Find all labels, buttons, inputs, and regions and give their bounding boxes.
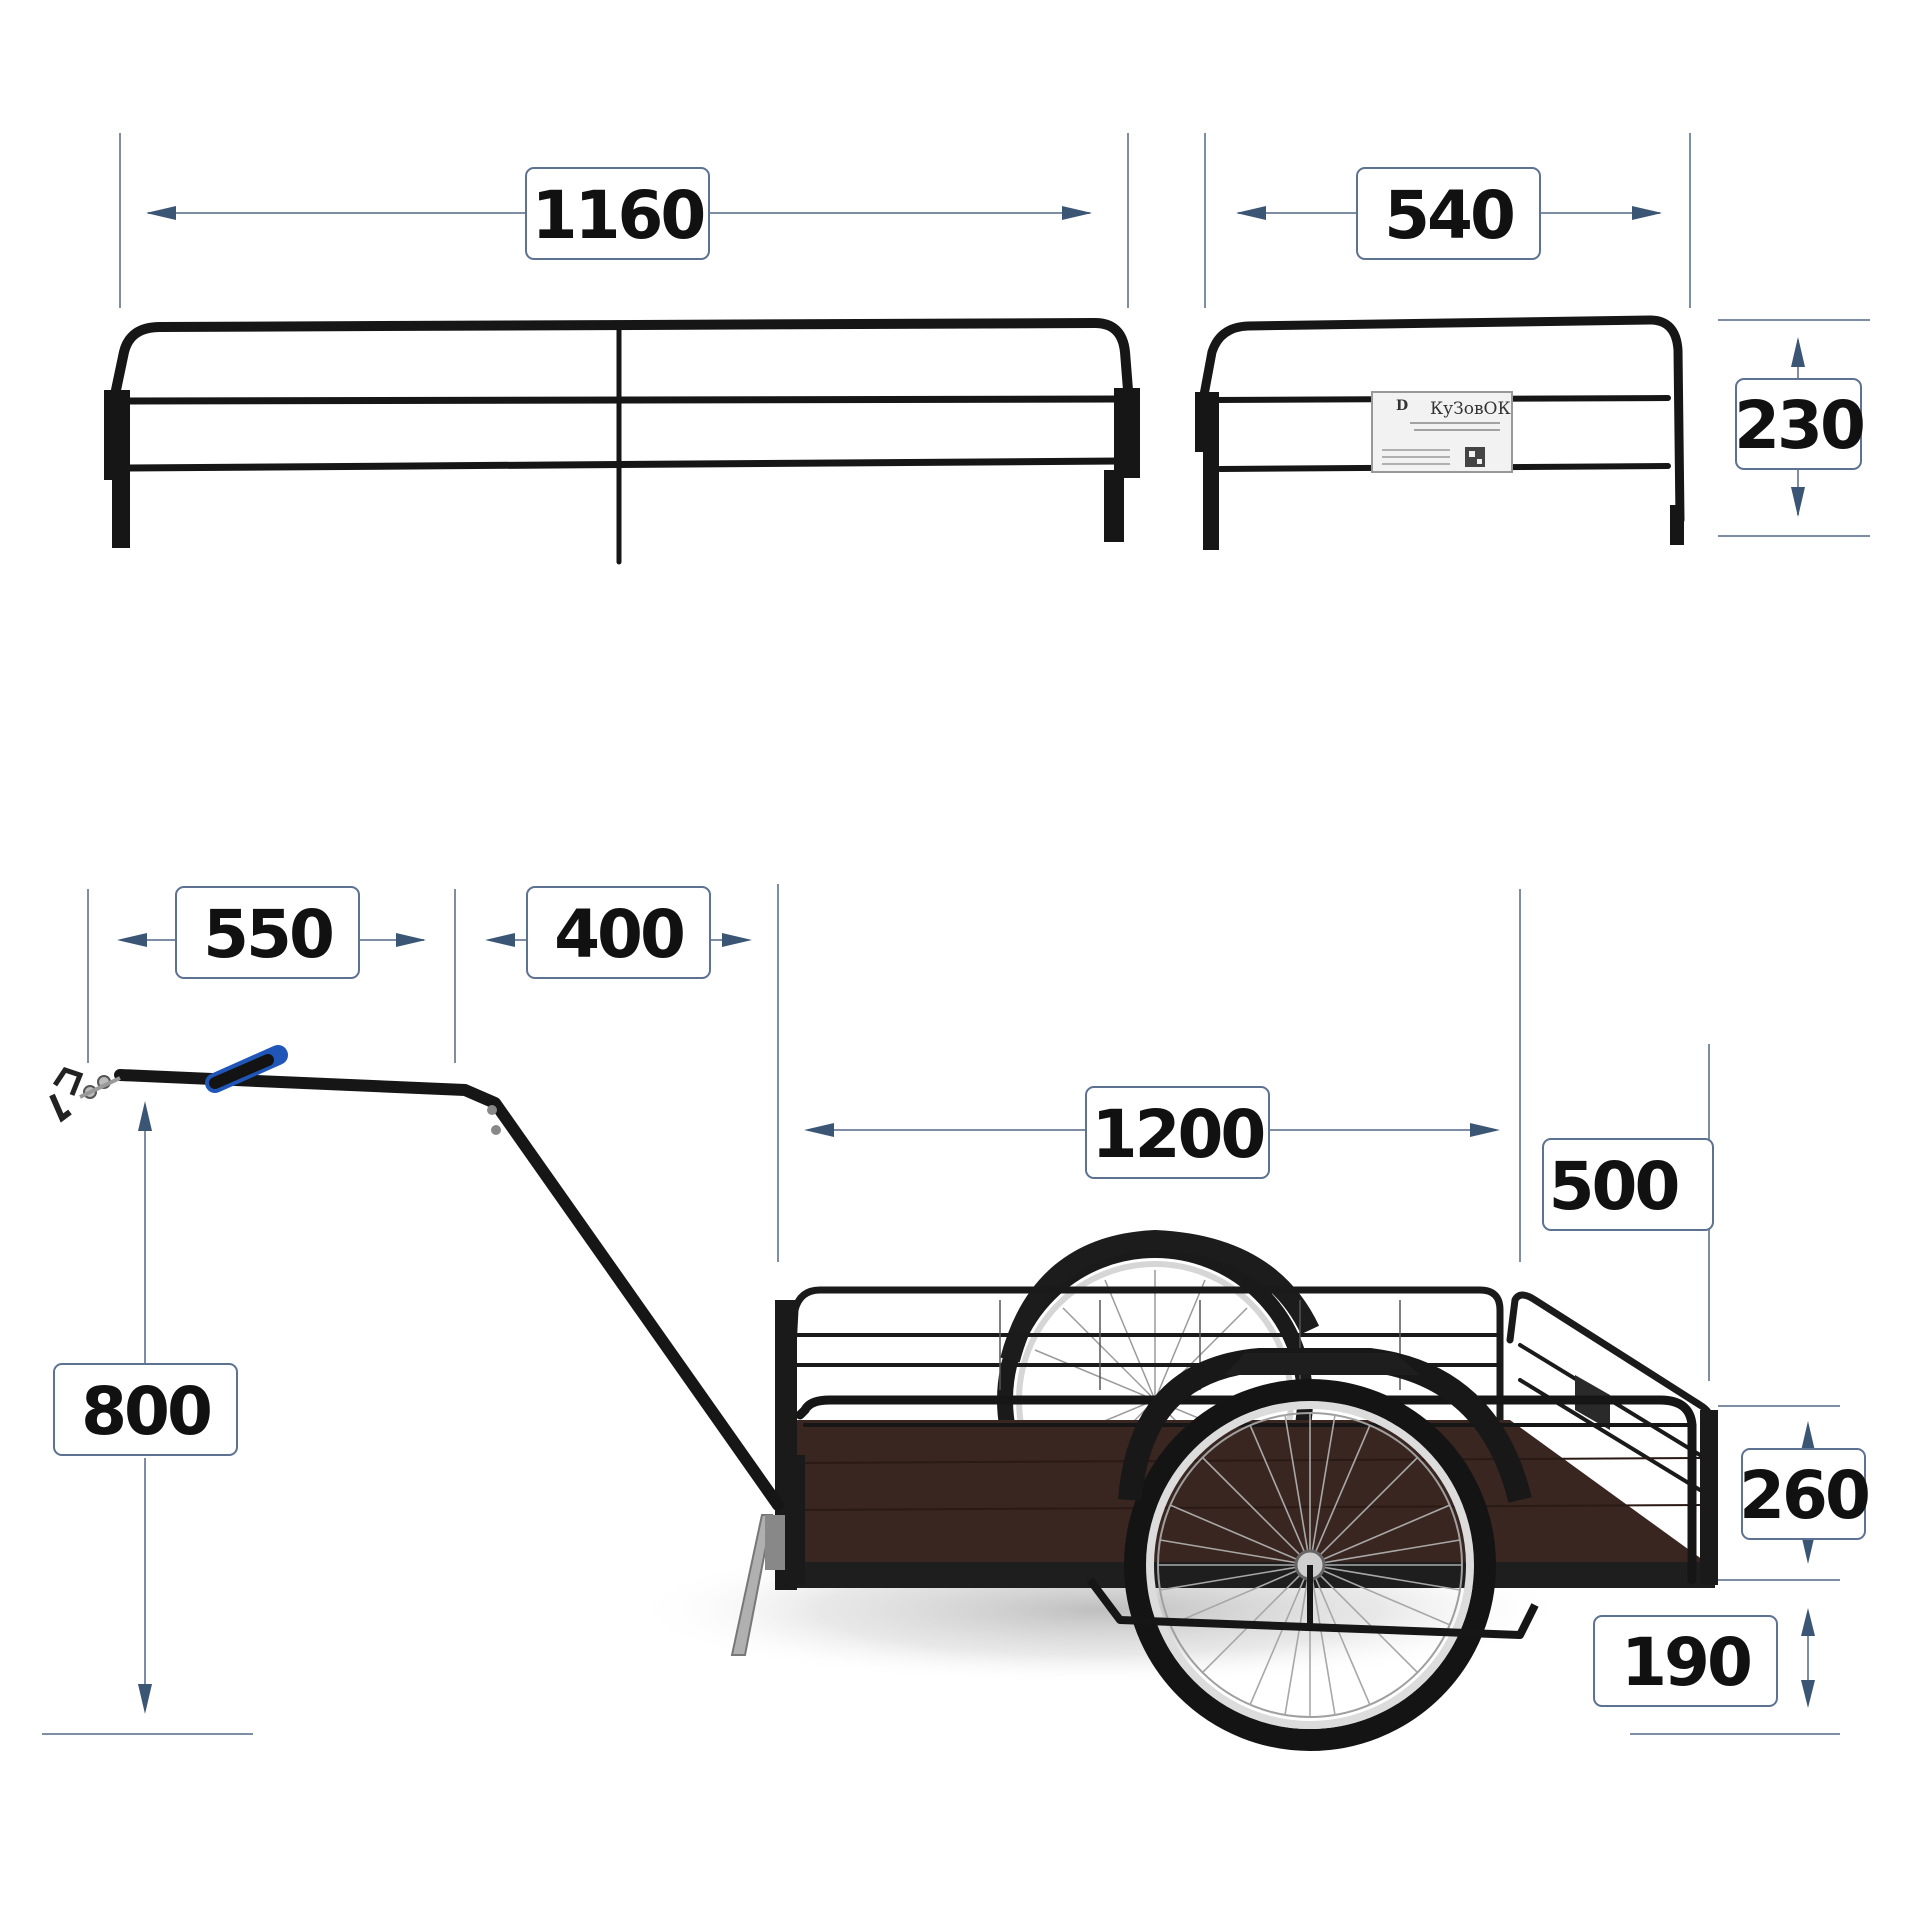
kickstand [730, 1514, 785, 1656]
side-rail-drawing [104, 133, 1140, 565]
svg-text:1200: 1200 [1092, 1096, 1264, 1173]
arrow-down-icon [1801, 1680, 1815, 1708]
arrow-left-icon [1236, 206, 1266, 220]
arrow-up-icon [1791, 337, 1805, 367]
trailer-illustration [49, 1045, 1718, 1751]
arrow-left-icon [485, 933, 515, 947]
ground-clearance-label: 190 [1593, 1615, 1778, 1707]
brand-name: КуЗовОК [1430, 399, 1511, 419]
svg-text:1160: 1160 [532, 177, 704, 254]
front-wheel [1086, 1348, 1539, 1751]
arrow-right-icon [396, 933, 426, 947]
arrow-right-icon [1470, 1123, 1500, 1137]
cargo-deck [775, 1300, 1718, 1590]
side-height-label: 260 [1739, 1448, 1871, 1540]
arrow-left-icon [146, 206, 176, 220]
svg-text:550: 550 [203, 896, 332, 973]
brand-plate: D КуЗовОК [1371, 391, 1513, 473]
arrow-right-icon [1632, 206, 1662, 220]
rail-height-label: 230 [1734, 378, 1866, 470]
end-rail-drawing: D КуЗовОК [1195, 133, 1870, 550]
brand-logo: D [1396, 398, 1408, 414]
drawbar-length-label: 400 [526, 886, 711, 979]
svg-text:230: 230 [1734, 387, 1863, 464]
arrow-left-icon [117, 933, 147, 947]
svg-text:800: 800 [81, 1373, 210, 1450]
arrow-right-icon [1062, 206, 1092, 220]
hitch-coupler [49, 1067, 121, 1123]
svg-text:500: 500 [1549, 1148, 1678, 1225]
arrow-up-icon [138, 1101, 152, 1131]
handle-height-label: 800 [53, 1363, 238, 1456]
drawbar [114, 1069, 784, 1511]
arrow-left-icon [804, 1123, 834, 1137]
deck-width-label: 500 [1542, 1138, 1714, 1231]
hitch-arm-length-label: 550 [175, 886, 360, 979]
svg-text:540: 540 [1384, 177, 1513, 254]
arrow-down-icon [1791, 487, 1805, 517]
side-rail-length-label: 1160 [525, 167, 710, 260]
arrow-up-icon [1801, 1608, 1815, 1636]
arrow-right-icon [722, 933, 752, 947]
arrow-down-icon [138, 1684, 152, 1714]
svg-text:190: 190 [1621, 1624, 1750, 1701]
arrow-up-icon [1801, 1421, 1815, 1451]
svg-text:400: 400 [554, 896, 683, 973]
arrow-down-icon [1801, 1534, 1815, 1564]
handle-grip [205, 1045, 288, 1093]
deck-length-label: 1200 [1085, 1086, 1270, 1179]
svg-text:260: 260 [1739, 1457, 1868, 1534]
end-rail-length-label: 540 [1356, 167, 1541, 260]
